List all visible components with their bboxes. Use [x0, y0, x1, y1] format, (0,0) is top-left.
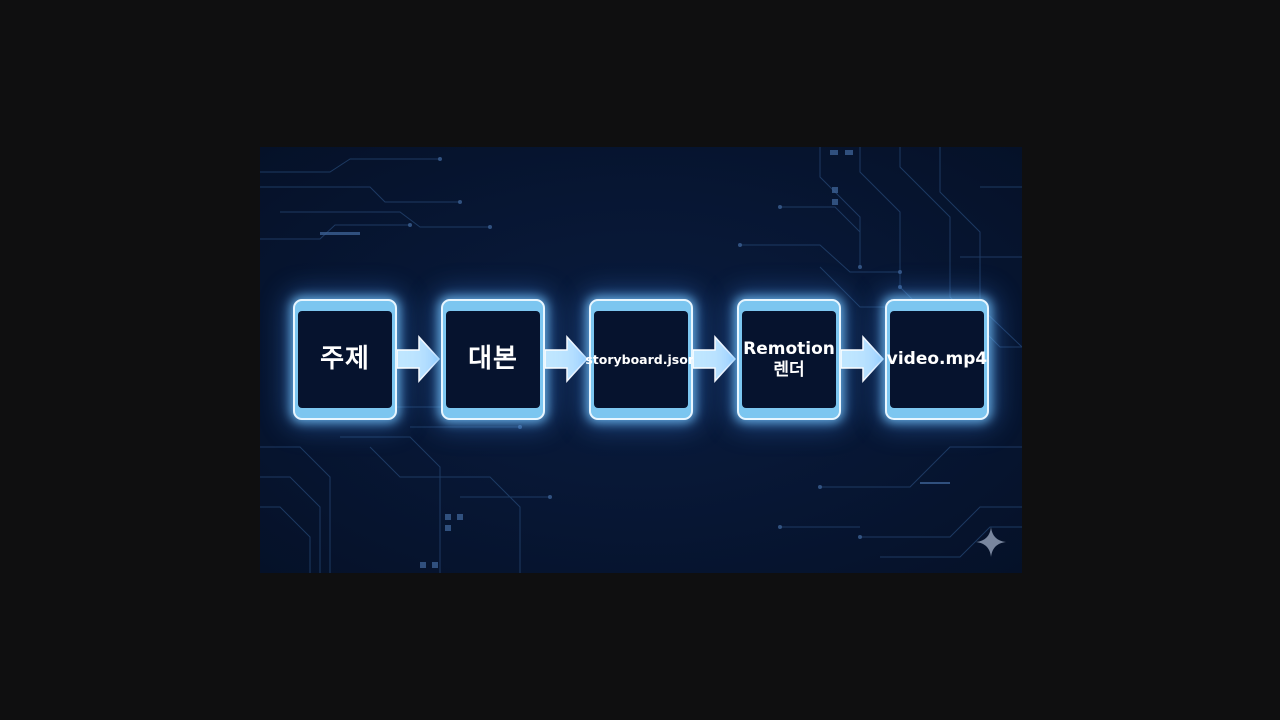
arrow-right-icon — [841, 335, 885, 383]
flow-node-script: 대본 — [441, 299, 545, 420]
sparkle-icon — [976, 527, 1006, 557]
arrow-right-icon — [693, 335, 737, 383]
flow-node-storyboard: storyboard.json — [585, 299, 697, 420]
flow-node-label: video.mp4 — [886, 349, 988, 370]
flow-node-label: Remotion — [743, 338, 835, 359]
flow-node-label: 주제 — [320, 344, 370, 375]
flow-node-topic: 주제 — [293, 299, 397, 420]
slide-canvas: 주제 대본 storyboard.json Remotion 렌더 — [260, 147, 1022, 573]
flow-node-sublabel: 렌더 — [773, 359, 805, 380]
arrow-right-icon — [397, 335, 441, 383]
flow-node-video: video.mp4 — [885, 299, 989, 420]
flow-node-label: 대본 — [468, 344, 518, 375]
flow-node-render: Remotion 렌더 — [737, 299, 841, 420]
flow-node-label: storyboard.json — [585, 351, 697, 367]
arrow-right-icon — [545, 335, 589, 383]
circuit-background — [260, 147, 1022, 573]
